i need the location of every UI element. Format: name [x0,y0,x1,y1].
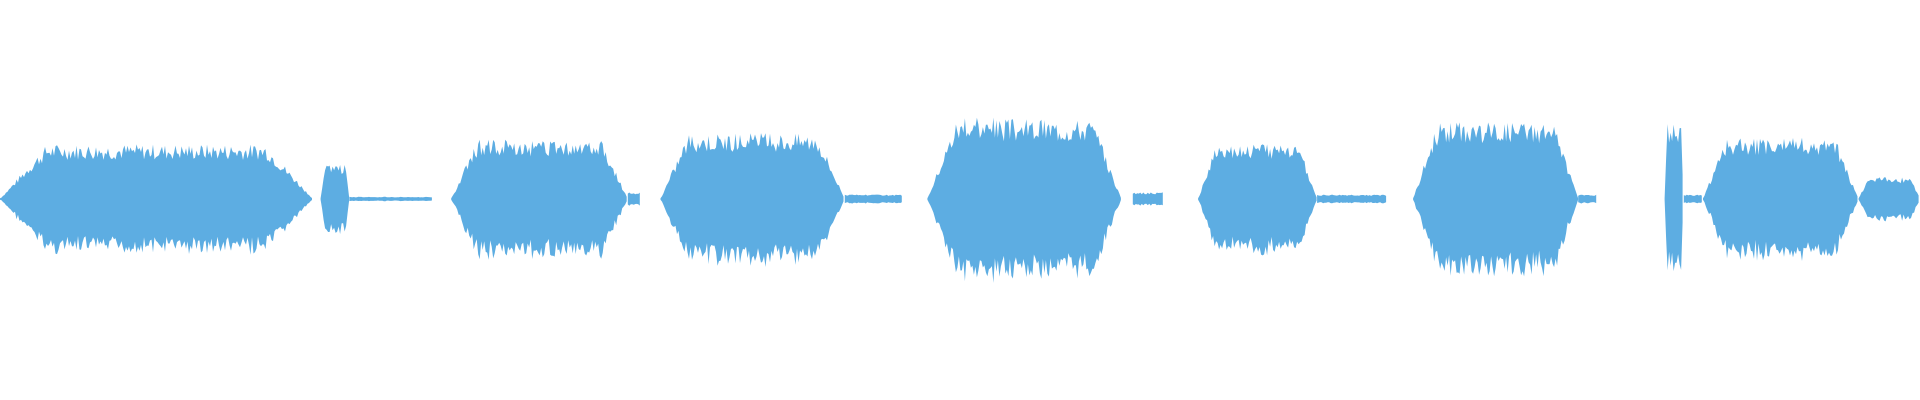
waveform-segment [1317,194,1387,204]
waveform-segment [1664,124,1683,272]
waveform-segment [1198,144,1317,256]
waveform-segment [660,133,844,267]
waveform-segment [1858,177,1919,222]
waveform-segment [349,196,432,202]
waveform-segment [1413,122,1579,277]
waveform-segment [0,144,312,255]
waveform-segments [0,117,1919,283]
waveform-segment [1683,194,1702,204]
waveform-segment [320,165,350,234]
waveform-segment [1132,192,1163,206]
waveform-segment [451,139,627,260]
waveform-segment [927,117,1121,283]
waveform-segment [844,194,902,204]
waveform-segment [1578,194,1597,204]
waveform-segment [627,192,640,206]
waveform-segment [1703,137,1858,261]
